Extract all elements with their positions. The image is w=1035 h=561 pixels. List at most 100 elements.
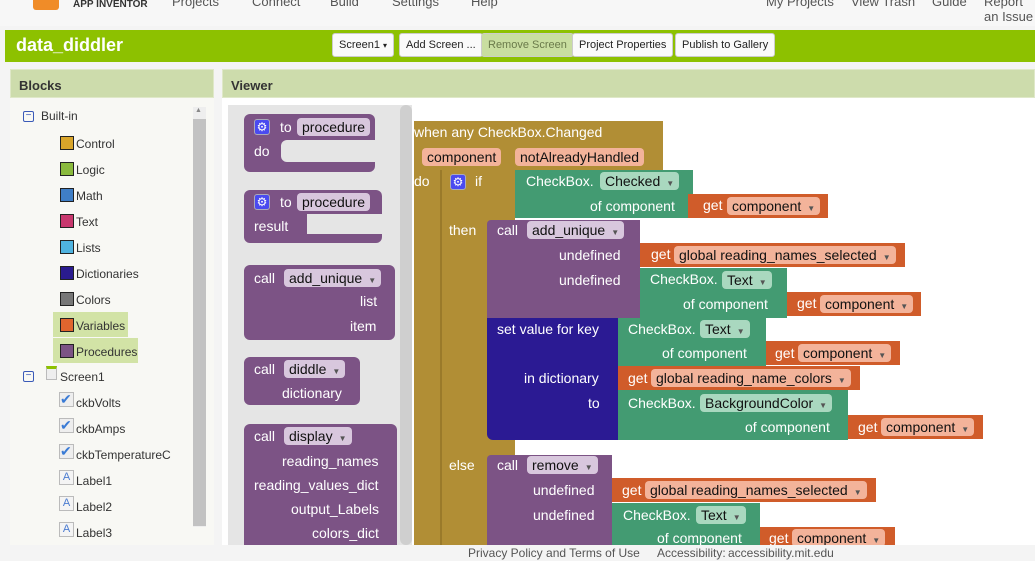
lists-swatch-icon: [60, 240, 74, 254]
tree-ckbtemperaturec[interactable]: ckbTemperatureC: [76, 448, 171, 462]
arg-label: reading_values_dict: [254, 477, 379, 493]
block-label: in dictionary: [524, 370, 599, 386]
logo-text: APP INVENTOR: [73, 0, 148, 10]
privacy-policy-link[interactable]: Privacy Policy and Terms of Use: [468, 546, 640, 560]
procedure-dropdown[interactable]: add_unique▼: [284, 269, 382, 287]
menu-connect[interactable]: Connect: [252, 0, 301, 9]
variable-dropdown[interactable]: global reading_names_selected▼: [645, 481, 867, 499]
control-swatch-icon: [60, 136, 74, 150]
tree-label1[interactable]: Label1: [76, 474, 113, 488]
procedure-dropdown[interactable]: remove▼: [527, 456, 598, 474]
variable-dropdown[interactable]: component▼: [881, 418, 975, 436]
publish-gallery-button[interactable]: Publish to Gallery: [675, 33, 776, 57]
dropdown-arrow-icon: ▼: [872, 536, 881, 545]
tree-math[interactable]: Math: [76, 189, 103, 203]
tree-variables[interactable]: Variables: [76, 319, 126, 333]
dropdown-arrow-icon: ▼: [837, 376, 846, 385]
tree-colors[interactable]: Colors: [76, 293, 111, 307]
block-label: call: [254, 270, 276, 286]
scroll-up-icon[interactable]: ▲: [195, 107, 202, 114]
scrollbar-thumb[interactable]: [193, 119, 206, 526]
tree-ckbvolts[interactable]: ckbVolts: [76, 396, 121, 410]
property-name: Text: [705, 321, 731, 337]
procedure-name: display: [289, 428, 333, 444]
procedure-dropdown[interactable]: add_unique▼: [527, 221, 625, 239]
tree-screen1[interactable]: Screen1: [60, 370, 105, 384]
event-param-not-already-handled[interactable]: notAlreadyHandled: [515, 148, 645, 166]
tree-control[interactable]: Control: [76, 137, 115, 151]
menu-help[interactable]: Help: [471, 0, 498, 9]
tree-ckbamps[interactable]: ckbAmps: [76, 422, 126, 436]
tree-logic[interactable]: Logic: [76, 163, 105, 177]
procedure-name-field[interactable]: procedure: [297, 118, 371, 136]
procedure-dropdown[interactable]: diddle▼: [284, 360, 346, 378]
block-label: get: [797, 295, 817, 311]
flyout-scrollbar[interactable]: [400, 105, 412, 545]
block-label: to: [588, 395, 600, 411]
tree-procedures[interactable]: Procedures: [76, 345, 138, 359]
menu-settings[interactable]: Settings: [392, 0, 439, 9]
block-label: get: [651, 246, 671, 262]
collapse-screen1-icon[interactable]: −: [23, 371, 34, 382]
collapse-builtin-icon[interactable]: −: [23, 111, 34, 122]
set-value-for-key-block[interactable]: [487, 318, 618, 440]
tree-dictionaries[interactable]: Dictionaries: [76, 267, 139, 281]
menu-build[interactable]: Build: [330, 0, 359, 9]
menu-view-trash[interactable]: View Trash: [851, 0, 916, 9]
gear-icon[interactable]: ⚙: [254, 194, 270, 210]
procedure-name: remove: [532, 457, 579, 473]
variable-dropdown[interactable]: component▼: [727, 197, 821, 215]
property-dropdown[interactable]: Text▼: [722, 271, 772, 289]
dictionaries-swatch-icon: [60, 266, 74, 280]
property-dropdown[interactable]: Text▼: [700, 320, 750, 338]
menu-guide[interactable]: Guide: [932, 0, 967, 9]
block-label: of component: [745, 419, 830, 435]
arg-label: undefined: [533, 507, 595, 523]
screen-select[interactable]: Screen1 ▾: [332, 33, 395, 57]
procedure-dropdown[interactable]: display▼: [284, 427, 352, 445]
property-dropdown[interactable]: Checked▼: [600, 172, 680, 190]
block-label: to: [280, 194, 292, 210]
mutator-gear-icon[interactable]: ⚙: [450, 174, 466, 190]
block-label: to: [280, 119, 292, 135]
property-dropdown[interactable]: BackgroundColor▼: [700, 394, 833, 412]
app-inventor-logo[interactable]: [33, 0, 59, 10]
event-param-component[interactable]: component: [422, 148, 502, 166]
tree-text[interactable]: Text: [76, 215, 99, 229]
remove-screen-button[interactable]: Remove Screen: [481, 33, 574, 57]
menu-report-issue[interactable]: Report an Issue: [984, 0, 1034, 24]
gear-icon[interactable]: ⚙: [254, 119, 270, 135]
event-title: when any CheckBox.Changed: [414, 124, 603, 140]
variable-dropdown[interactable]: component▼: [798, 344, 892, 362]
menu-projects[interactable]: Projects: [172, 0, 219, 9]
variable-name: global reading_names_selected: [650, 482, 848, 498]
tree-label3[interactable]: Label3: [76, 526, 113, 540]
tree-lists[interactable]: Lists: [76, 241, 101, 255]
variable-dropdown[interactable]: global reading_name_colors▼: [651, 369, 851, 387]
arg-label: reading_names: [282, 453, 379, 469]
tree-scrollbar[interactable]: ▲: [193, 107, 206, 527]
variable-dropdown[interactable]: component▼: [820, 295, 914, 313]
variable-name: component: [803, 345, 873, 361]
procedure-name-field[interactable]: procedure: [297, 193, 371, 211]
project-title: data_diddler: [16, 35, 124, 55]
screen-icon: [46, 366, 57, 380]
label-component-icon: A: [59, 522, 74, 537]
project-properties-button[interactable]: Project Properties: [572, 33, 674, 57]
checkbox-component-icon: ✔: [59, 444, 74, 459]
accessibility-link[interactable]: accessibility.mit.edu: [728, 546, 834, 560]
arg-label: item: [350, 318, 377, 334]
variables-swatch-icon: [60, 318, 74, 332]
block-label: get: [858, 419, 878, 435]
add-screen-button[interactable]: Add Screen ...: [399, 33, 483, 57]
tree-label2[interactable]: Label2: [76, 500, 113, 514]
variable-dropdown[interactable]: global reading_names_selected▼: [674, 246, 896, 264]
dropdown-arrow-icon: ▼: [368, 276, 377, 285]
menu-my-projects[interactable]: My Projects: [766, 0, 834, 9]
tree-builtin[interactable]: Built-in: [41, 109, 78, 123]
block-label: result: [254, 218, 289, 234]
logic-swatch-icon: [60, 162, 74, 176]
property-dropdown[interactable]: Text▼: [696, 506, 746, 524]
variable-dropdown[interactable]: component▼: [792, 529, 886, 547]
block-label: CheckBox.: [628, 395, 696, 411]
